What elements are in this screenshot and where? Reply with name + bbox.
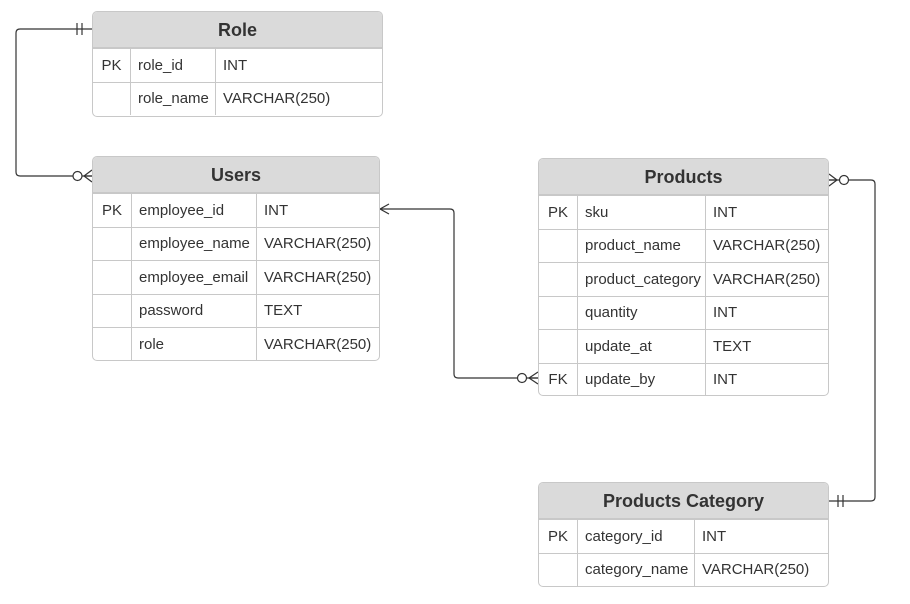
column-name: category_name bbox=[577, 553, 694, 586]
role-users-connector bbox=[15, 28, 92, 177]
column-type: TEXT bbox=[256, 294, 379, 327]
entity-title: Products bbox=[539, 159, 828, 195]
table-row: role VARCHAR(250) bbox=[93, 327, 379, 360]
key-label: PK bbox=[101, 201, 122, 219]
column-name: product_category bbox=[577, 263, 705, 296]
products-crowfoot bbox=[528, 371, 539, 385]
table-row: password TEXT bbox=[93, 293, 379, 328]
key-label bbox=[93, 328, 131, 360]
entity-title: Role bbox=[93, 12, 382, 48]
entity-products-category[interactable]: Products Category PK category_id INT cat… bbox=[538, 482, 829, 587]
column-name: role_name bbox=[130, 82, 215, 115]
column-type: VARCHAR(250) bbox=[705, 229, 828, 262]
column-name: quantity bbox=[577, 296, 705, 329]
users-zero-circle bbox=[72, 170, 83, 182]
column-name: sku bbox=[577, 196, 705, 229]
column-type: INT bbox=[705, 296, 828, 329]
entity-title: Users bbox=[93, 157, 379, 193]
column-name: role bbox=[131, 328, 256, 360]
table-row: PK sku INT bbox=[539, 195, 828, 229]
key-label bbox=[539, 230, 577, 263]
column-type: INT bbox=[705, 363, 828, 395]
table-row: product_name VARCHAR(250) bbox=[539, 228, 828, 263]
column-name: product_name bbox=[577, 229, 705, 262]
entity-role[interactable]: Role PK role_id INT role_name VARCHAR(25… bbox=[92, 11, 383, 117]
table-row: FK update_by INT bbox=[539, 362, 828, 395]
column-type: TEXT bbox=[705, 330, 828, 363]
key-label bbox=[539, 297, 577, 330]
entity-products[interactable]: Products PK sku INT product_name VARCHAR… bbox=[538, 158, 829, 396]
key-label bbox=[93, 83, 130, 116]
table-row: update_at TEXT bbox=[539, 329, 828, 363]
column-type: VARCHAR(250) bbox=[694, 553, 828, 586]
column-name: category_id bbox=[577, 520, 694, 553]
column-type: VARCHAR(250) bbox=[256, 261, 379, 294]
entity-title: Products Category bbox=[539, 483, 828, 519]
column-type: INT bbox=[694, 520, 828, 553]
table-row: employee_email VARCHAR(250) bbox=[93, 260, 379, 294]
column-name: update_by bbox=[577, 363, 705, 395]
column-name: password bbox=[131, 294, 256, 327]
products-users-connector bbox=[380, 208, 538, 379]
table-row: PK category_id INT bbox=[539, 519, 828, 553]
users-arrowhead bbox=[378, 203, 390, 215]
column-name: employee_email bbox=[131, 261, 256, 294]
column-name: role_id bbox=[130, 49, 215, 82]
table-row: product_category VARCHAR(250) bbox=[539, 262, 828, 296]
products-category-zero-circle bbox=[838, 174, 850, 186]
products-zero-circle bbox=[516, 372, 528, 384]
category-products-connector bbox=[829, 179, 876, 502]
table-row: role_name VARCHAR(250) bbox=[93, 81, 382, 116]
table-row: PK employee_id INT bbox=[93, 193, 379, 227]
column-type: VARCHAR(250) bbox=[705, 263, 828, 296]
key-label bbox=[539, 263, 577, 296]
column-type: VARCHAR(250) bbox=[256, 328, 379, 360]
products-category-crowfoot bbox=[828, 173, 838, 187]
key-label bbox=[539, 554, 577, 587]
key-label bbox=[539, 330, 577, 363]
table-row: PK role_id INT bbox=[93, 48, 382, 82]
key-label: PK bbox=[101, 56, 122, 74]
column-name: update_at bbox=[577, 330, 705, 363]
column-type: VARCHAR(250) bbox=[256, 227, 379, 260]
key-label: PK bbox=[547, 527, 568, 545]
entity-users[interactable]: Users PK employee_id INT employee_name V… bbox=[92, 156, 380, 361]
column-type: INT bbox=[215, 49, 382, 82]
column-name: employee_id bbox=[131, 194, 256, 227]
key-label bbox=[93, 295, 131, 328]
key-label: FK bbox=[548, 371, 568, 389]
key-label bbox=[93, 261, 131, 294]
column-type: INT bbox=[705, 196, 828, 229]
column-name: employee_name bbox=[131, 227, 256, 260]
key-label: PK bbox=[547, 203, 568, 221]
column-type: INT bbox=[256, 194, 379, 227]
table-row: category_name VARCHAR(250) bbox=[539, 552, 828, 587]
key-label bbox=[93, 228, 131, 261]
column-type: VARCHAR(250) bbox=[215, 82, 382, 115]
table-row: employee_name VARCHAR(250) bbox=[93, 226, 379, 261]
table-row: quantity INT bbox=[539, 295, 828, 330]
users-crowfoot bbox=[83, 169, 93, 183]
